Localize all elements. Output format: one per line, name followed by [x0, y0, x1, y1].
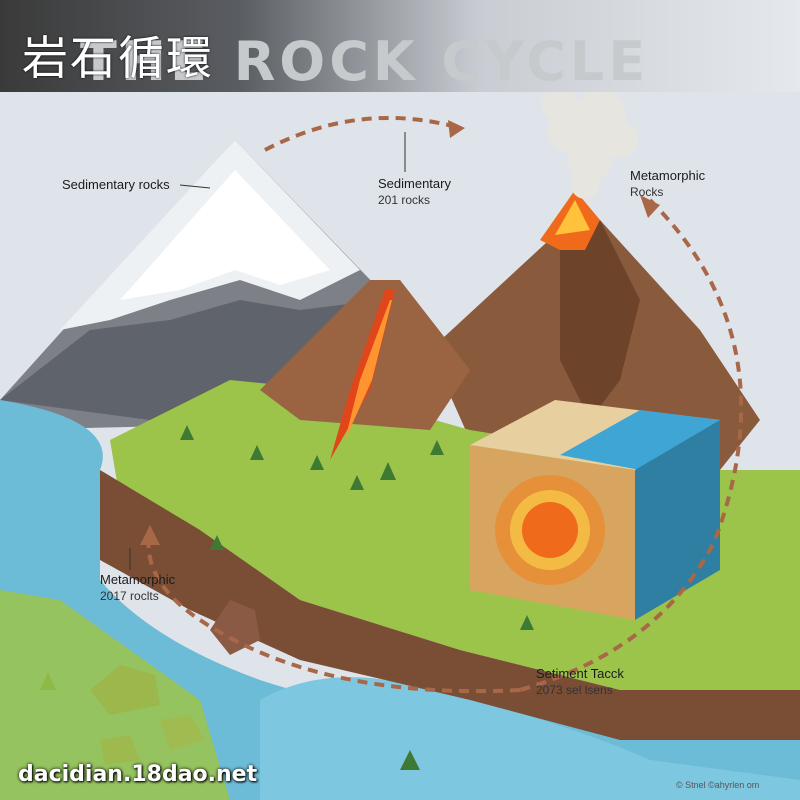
- cycle-arrowhead-top: [448, 120, 465, 138]
- volcano: [430, 190, 760, 470]
- label-sedimentary-center-line1: Sedimentary: [378, 176, 451, 191]
- trees: [40, 425, 534, 770]
- label-sedimentary-center: Sedimentary 201 rocks: [378, 176, 451, 208]
- credit-text: © Stnel ©ahyrlen om: [676, 780, 760, 790]
- title-banner: [0, 0, 800, 92]
- label-metamorphic-left: Metamorphic 2017 roclts: [100, 572, 175, 604]
- label-sedimentary-center-line2: 201 rocks: [378, 193, 431, 207]
- small-volcano: [260, 280, 470, 460]
- label-metamorphic-right-line2: Rocks: [630, 185, 664, 199]
- label-metamorphic-left-line2: 2017 roclts: [100, 589, 159, 603]
- label-sediment-track-line2: 2073 sel lsens: [536, 683, 613, 697]
- cycle-arrow-right: [519, 198, 744, 692]
- label-metamorphic-right-line1: Metamorphic: [630, 168, 706, 183]
- label-sediment-track-line1: Setiment Tacck: [536, 666, 624, 681]
- label-metamorphic-left-line1: Metamorphic: [100, 572, 176, 587]
- label-sedimentary-rocks: Sedimentary rocks: [62, 177, 170, 192]
- cycle-arrow-top: [264, 116, 461, 152]
- cycle-arrowhead-left: [140, 525, 160, 545]
- label-metamorphic-right: Metamorphic Rocks: [630, 168, 705, 200]
- cycle-arrowhead-right: [640, 195, 660, 218]
- cycle-arrow-bottom: [146, 529, 521, 694]
- heading-en: THE ROCK CYCLE: [80, 30, 650, 93]
- lower-grass-bank: [0, 590, 230, 800]
- smoke-plume: [542, 87, 638, 199]
- watermark: dacidian.18dao.net: [18, 762, 258, 787]
- label-sediment-track: Setiment Tacck 2073 sel lsens: [536, 666, 624, 698]
- earth-cross-section-cube: [470, 400, 720, 620]
- leader-line-sedimentary-rocks: [179, 184, 211, 189]
- river-water-lower: [260, 677, 800, 800]
- title-cn: 岩石循環: [22, 31, 214, 85]
